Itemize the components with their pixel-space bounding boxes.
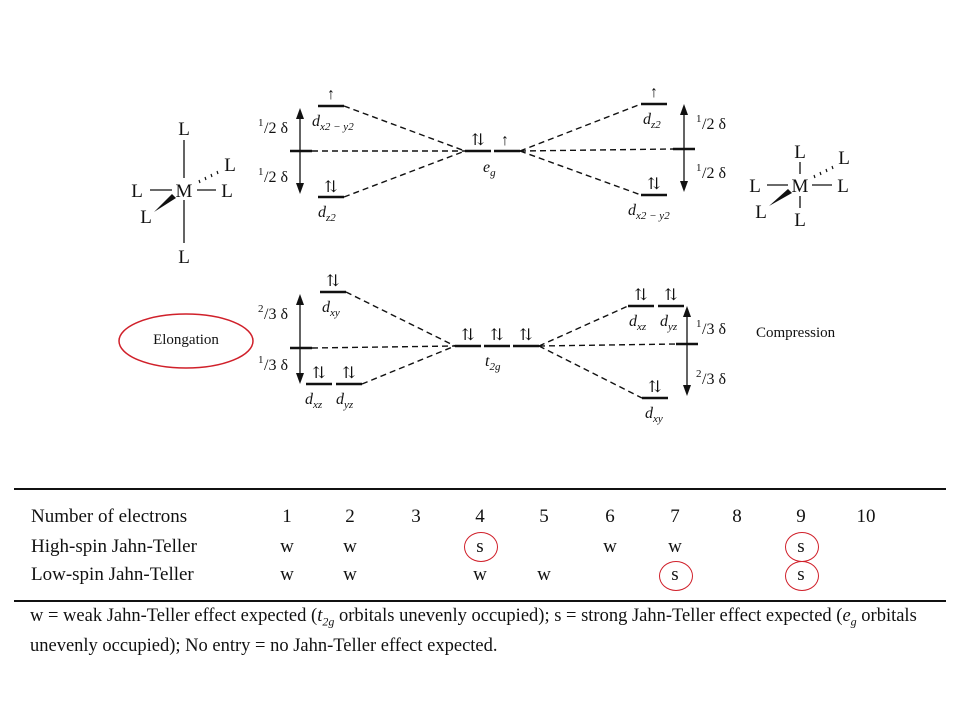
header-label: Number of electrons: [31, 506, 188, 527]
split-label-half: /2 δ: [264, 120, 288, 137]
orbital-label-dyz: dyz: [336, 391, 354, 411]
orbital-label-dxy: dxy: [322, 299, 340, 319]
orbital-label-dxz: dxz: [305, 391, 323, 411]
ligand-bottom: L: [178, 247, 190, 268]
metal-center: M: [176, 181, 193, 202]
orbital-label-dz2: dz2: [318, 204, 336, 224]
ligand-top: L: [178, 119, 190, 140]
ligand-front: L: [755, 202, 767, 223]
spin-pair: ⇅: [342, 365, 355, 382]
ligand-bottom: L: [794, 210, 806, 231]
spin-pair: ⇅: [634, 287, 647, 304]
spin-up: ↑: [650, 84, 658, 101]
table-bottom-rule: [14, 600, 946, 602]
table-top-rule: [14, 488, 946, 490]
ligand-left: L: [749, 176, 761, 197]
elongation-label: Elongation: [153, 332, 219, 348]
ligand-right: L: [221, 181, 233, 202]
eg-splitting: 1 /2 δ 1 /2 δ 1 /2 δ 1 /2 δ ↑ ⇅ ⇅ ↑ ↑ ⇅ …: [258, 84, 726, 224]
fraction-numerator: 1: [258, 354, 264, 366]
spin-pair: ⇅: [471, 132, 484, 149]
column-header: 9: [796, 506, 806, 527]
elongated-octahedron: L L L M L L L: [131, 119, 236, 268]
column-header: 5: [539, 506, 549, 527]
table-footnote: w = weak Jahn-Teller effect expected (t2…: [30, 606, 917, 656]
split-label-half: /2 δ: [702, 165, 726, 182]
orbital-label-dxz: dxz: [629, 313, 647, 333]
split-label-third: /3 δ: [702, 371, 726, 388]
fraction-numerator: 2: [696, 368, 702, 380]
table-cell: w: [537, 564, 551, 585]
fraction-numerator: 1: [258, 117, 264, 129]
strong-effect-highlight-circle: [659, 561, 693, 591]
fraction-numerator: 1: [696, 162, 702, 174]
table-cell: w: [280, 564, 294, 585]
fraction-numerator: 1: [258, 166, 264, 178]
ligand-back: L: [838, 148, 850, 169]
spin-pair: ⇅: [664, 287, 677, 304]
table-cell: w: [603, 536, 617, 557]
column-header: 2: [345, 506, 355, 527]
compressed-octahedron: L L L M L L L: [749, 142, 850, 231]
orbital-label-dz2: dz2: [643, 111, 661, 131]
ligand-left: L: [131, 181, 143, 202]
row-label: High-spin Jahn-Teller: [31, 536, 197, 557]
ligand-back: L: [224, 155, 236, 176]
split-label-third: /3 δ: [264, 306, 288, 323]
spin-pair: ⇅: [461, 327, 474, 344]
column-header: 6: [605, 506, 615, 527]
spin-pair: ⇅: [490, 327, 503, 344]
column-header: 7: [670, 506, 680, 527]
elongation-highlight-circle: [118, 313, 254, 369]
ligand-right: L: [837, 176, 849, 197]
column-header: 10: [856, 506, 876, 527]
table-cell: w: [473, 564, 487, 585]
column-header: 8: [732, 506, 742, 527]
spin-up: ↑: [327, 86, 335, 103]
spin-pair: ⇅: [312, 365, 325, 382]
orbital-label-dx2y2: dx2 − y2: [628, 202, 670, 222]
spin-pair: ⇅: [647, 176, 660, 193]
spin-up: ↑: [501, 132, 509, 149]
t2g-splitting: 2 /3 δ 1 /3 δ 1 /3 δ 2 /3 δ ⇅ ⇅ ⇅ ⇅ ⇅ ⇅ …: [258, 273, 726, 425]
split-label-third: /3 δ: [264, 357, 288, 374]
column-header: 4: [475, 506, 485, 527]
orbital-label-eg: eg: [483, 159, 496, 179]
table-cell: w: [280, 536, 294, 557]
orbital-label-dx2y2: dx2 − y2: [312, 113, 354, 133]
orbital-label-t2g: t2g: [485, 353, 501, 373]
metal-center: M: [792, 176, 809, 197]
column-header: 3: [411, 506, 421, 527]
strong-effect-highlight-circle: [785, 561, 819, 591]
table-header-row: Number of electrons 1 2 3 4 5 6 7 8 9 10: [14, 506, 946, 534]
ligand-front: L: [140, 207, 152, 228]
spin-pair: ⇅: [324, 179, 337, 196]
fraction-numerator: 2: [258, 303, 264, 315]
split-label-half: /2 δ: [264, 169, 288, 186]
table-cell: w: [668, 536, 682, 557]
strong-effect-highlight-circle: [785, 532, 819, 562]
strong-effect-highlight-circle: [464, 532, 498, 562]
fraction-numerator: 1: [696, 318, 702, 330]
orbital-label-dyz: dyz: [660, 313, 678, 333]
split-label-third: /3 δ: [702, 321, 726, 338]
spin-pair: ⇅: [326, 273, 339, 290]
compression-label: Compression: [756, 325, 836, 341]
ligand-top: L: [794, 142, 806, 163]
row-label: Low-spin Jahn-Teller: [31, 564, 194, 585]
table-cell: w: [343, 564, 357, 585]
column-header: 1: [282, 506, 292, 527]
split-label-half: /2 δ: [702, 116, 726, 133]
spin-pair: ⇅: [519, 327, 532, 344]
table-cell: w: [343, 536, 357, 557]
fraction-numerator: 1: [696, 113, 702, 125]
jahn-teller-diagram: L L L M L L L L L L M L L L: [118, 84, 850, 425]
spin-pair: ⇅: [648, 379, 661, 396]
orbital-label-dxy: dxy: [645, 405, 663, 425]
